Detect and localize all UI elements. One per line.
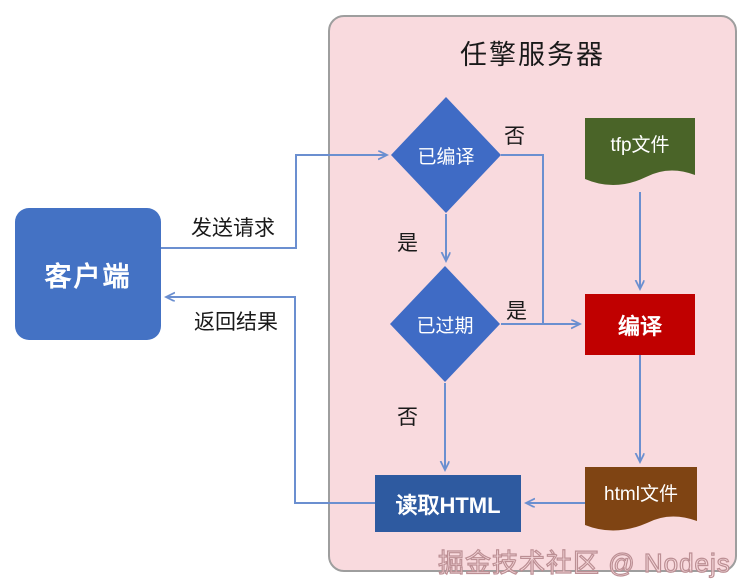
expired-decision-label: 已过期 (416, 315, 474, 337)
html-file-label: html文件 (604, 484, 678, 505)
tfp-file-label: tfp文件 (610, 135, 670, 156)
document-shape (585, 467, 697, 531)
edge-label-no-bottom: 否 (397, 406, 418, 429)
edge-label-return-result: 返回结果 (194, 311, 278, 334)
client-node: 客户端 (15, 208, 161, 340)
document-shape (585, 118, 695, 186)
compile-node: 编译 (585, 294, 695, 355)
html-file-node: html文件 (585, 467, 697, 537)
read-html-label: 读取HTML (395, 492, 501, 518)
compiled-decision-label: 已编译 (417, 146, 475, 168)
compile-label: 编译 (617, 313, 662, 339)
edge-label-no-top: 否 (504, 125, 525, 148)
client-label: 客户端 (44, 261, 132, 292)
watermark: 掘金技术社区 @ Nodejs开发 (437, 547, 731, 585)
edge-label-yes-right: 是 (506, 300, 527, 323)
server-title: 任擎服务器 (460, 40, 605, 70)
edge-label-send-request: 发送请求 (191, 217, 275, 240)
tfp-file-node: tfp文件 (585, 118, 695, 192)
read-html-node: 读取HTML (375, 475, 521, 532)
edge-label-yes-mid: 是 (397, 232, 418, 255)
